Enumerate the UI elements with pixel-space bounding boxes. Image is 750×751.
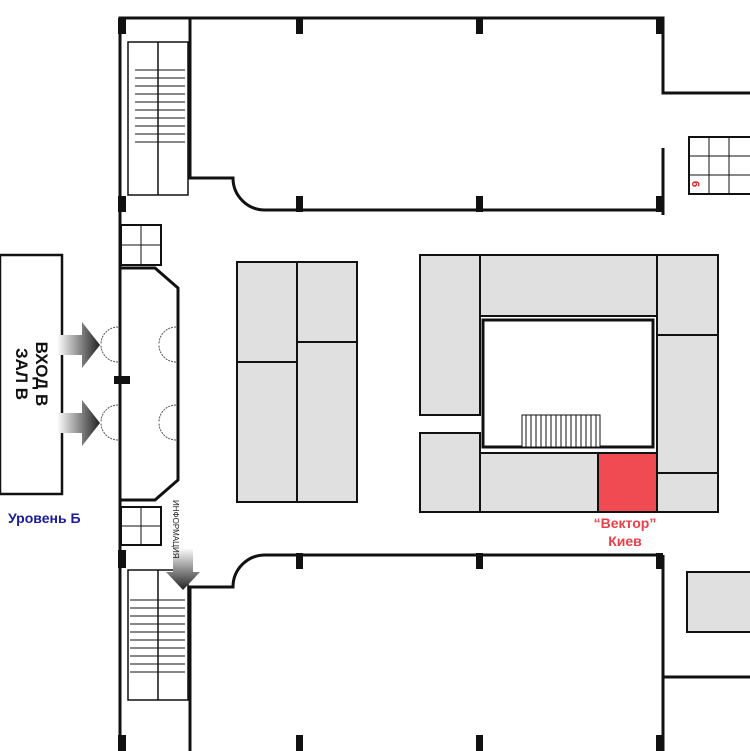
stand xyxy=(419,432,481,513)
doors xyxy=(100,326,177,441)
grid-box-6 xyxy=(688,136,750,195)
stand xyxy=(236,361,298,503)
stand xyxy=(686,571,750,633)
entrance-box xyxy=(0,253,64,496)
outer-wall-bottom-right xyxy=(661,555,750,751)
arrow-right-icon xyxy=(57,322,100,368)
bottom-hall xyxy=(188,553,663,751)
info-label: ИНФОРМАЦИЯ xyxy=(171,500,180,559)
exhibitor-label[interactable]: “Вектор” Киев xyxy=(575,514,675,550)
stand xyxy=(656,334,719,474)
stand xyxy=(296,261,358,343)
top-hall xyxy=(188,18,663,212)
stand xyxy=(236,261,298,363)
staircase-bottom xyxy=(127,569,189,701)
stand xyxy=(656,254,719,336)
stand xyxy=(479,452,599,513)
stand-vektor xyxy=(597,452,658,513)
room-number: 6 xyxy=(689,180,702,188)
level-label: Уровень Б xyxy=(8,510,81,526)
staircase-top xyxy=(127,41,189,196)
exhibitor-city: Киев xyxy=(608,533,642,549)
arrow-down-icon xyxy=(166,548,200,590)
inner-stairs xyxy=(521,414,601,448)
entrance-hall xyxy=(120,266,180,502)
entrance-line1: ВХОД В xyxy=(32,341,51,407)
stand xyxy=(419,254,481,416)
stand xyxy=(656,472,719,513)
arrow-right-icon xyxy=(57,400,100,446)
stand xyxy=(479,254,658,317)
exhibitor-name: “Вектор” xyxy=(593,515,657,531)
stand xyxy=(296,341,358,503)
entrance-line2: ЗАЛ В xyxy=(12,347,31,401)
